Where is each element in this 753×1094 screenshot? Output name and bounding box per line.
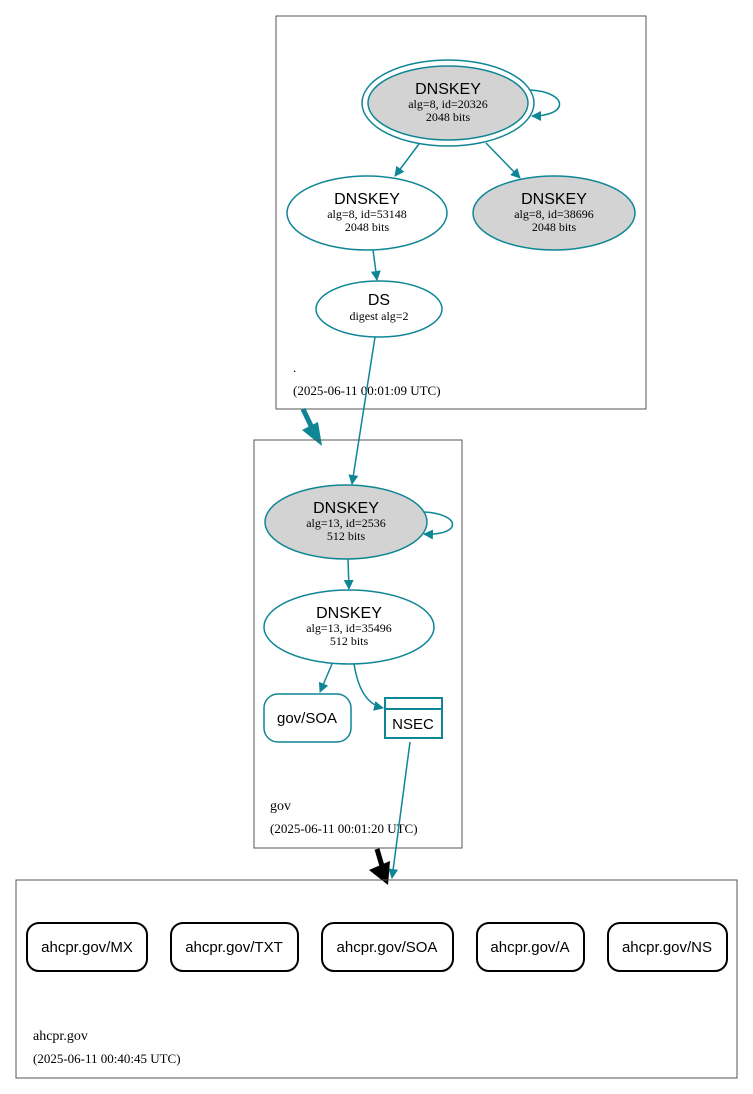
root-ksk-title: DNSKEY	[415, 81, 481, 98]
zone-timestamp-gov: (2025-06-11 00:01:20 UTC)	[270, 821, 418, 836]
zone-box-gov	[253, 439, 463, 849]
root-ksk-line2: 2048 bits	[426, 110, 471, 124]
gov-nsec-label: NSEC	[392, 716, 434, 733]
record-label-mx: ahcpr.gov/MX	[41, 939, 133, 956]
record-label-txt: ahcpr.gov/TXT	[185, 939, 283, 956]
zone-name-root: .	[293, 360, 296, 375]
gov-ksk-line1: alg=13, id=2536	[306, 516, 386, 530]
delegation-gov-to-ahcpr	[374, 848, 385, 867]
delegation-gov-to-ahcpr-head	[369, 861, 390, 885]
gov-zsk-line1: alg=13, id=35496	[306, 621, 392, 635]
edge-nsec-to-ahcpr	[388, 741, 411, 879]
record-node-txt[interactable]: ahcpr.gov/TXT	[170, 922, 299, 972]
edge-gov-zsk-to-soa	[318, 663, 333, 693]
record-label-ns: ahcpr.gov/NS	[622, 939, 712, 956]
root-ds-line1: digest alg=2	[349, 309, 408, 323]
gov-ksk-title: DNSKEY	[313, 500, 379, 517]
root-ds-title: DS	[368, 292, 390, 309]
edge-ds-to-gov-ksk	[348, 336, 376, 485]
root-key3-line1: alg=8, id=38696	[514, 207, 594, 221]
root-ds-node[interactable]: DS digest alg=2	[315, 280, 443, 338]
edge-root-ksk-self	[529, 89, 561, 121]
record-label-soa: ahcpr.gov/SOA	[337, 939, 438, 956]
root-ksk-line1: alg=8, id=20326	[408, 97, 488, 111]
zone-box-ahcpr	[15, 879, 738, 1079]
root-zsk-node[interactable]: DNSKEY alg=8, id=53148 2048 bits	[286, 175, 448, 251]
edge-gov-ksk-self	[423, 511, 454, 540]
root-key3-node[interactable]: DNSKEY alg=8, id=38696 2048 bits	[472, 175, 636, 251]
root-key3-line2: 2048 bits	[532, 220, 577, 234]
gov-soa-label: gov/SOA	[277, 710, 337, 727]
root-ksk-node[interactable]: DNSKEY alg=8, id=20326 2048 bits	[361, 59, 535, 147]
root-key3-title: DNSKEY	[521, 191, 587, 208]
gov-soa-node[interactable]: gov/SOA	[263, 693, 352, 743]
gov-nsec-node[interactable]: NSEC	[384, 697, 443, 739]
zone-name-ahcpr: ahcpr.gov	[33, 1029, 88, 1044]
record-node-a[interactable]: ahcpr.gov/A	[476, 922, 585, 972]
edge-gov-ksk-to-zsk	[343, 558, 354, 590]
record-node-ns[interactable]: ahcpr.gov/NS	[607, 922, 728, 972]
root-zsk-title: DNSKEY	[334, 191, 400, 208]
record-label-a: ahcpr.gov/A	[490, 939, 569, 956]
zone-name-gov: gov	[270, 799, 291, 814]
zone-box-root	[275, 15, 647, 410]
gov-ksk-line2: 512 bits	[327, 529, 366, 543]
zone-timestamp-ahcpr: (2025-06-11 00:40:45 UTC)	[33, 1051, 181, 1066]
gov-zsk-line2: 512 bits	[330, 634, 369, 648]
root-zsk-line2: 2048 bits	[345, 220, 390, 234]
edge-gov-zsk-to-nsec	[353, 663, 384, 711]
record-node-soa[interactable]: ahcpr.gov/SOA	[321, 922, 454, 972]
gov-zsk-node[interactable]: DNSKEY alg=13, id=35496 512 bits	[263, 589, 435, 665]
edge-root-ksk-to-zsk	[394, 143, 420, 177]
record-node-mx[interactable]: ahcpr.gov/MX	[26, 922, 148, 972]
root-zsk-line1: alg=8, id=53148	[327, 207, 407, 221]
edge-root-zsk-to-ds	[370, 249, 381, 281]
gov-ksk-node[interactable]: DNSKEY alg=13, id=2536 512 bits	[264, 484, 428, 560]
gov-zsk-title: DNSKEY	[316, 605, 382, 622]
edge-root-ksk-to-key3	[485, 142, 521, 179]
delegation-root-to-gov-head	[302, 422, 322, 446]
